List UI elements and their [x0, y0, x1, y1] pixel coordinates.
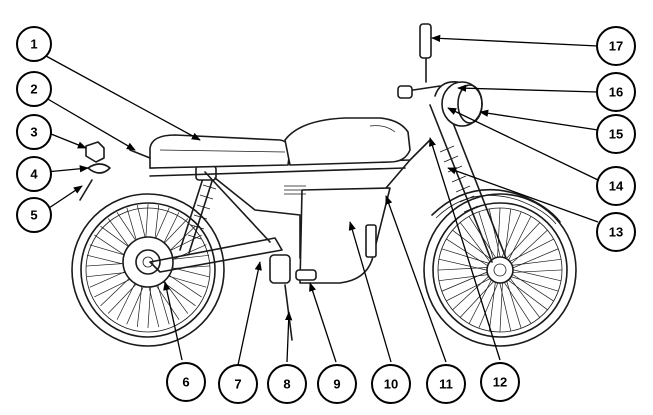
- spoke: [507, 268, 562, 282]
- callout-6: 6: [166, 362, 206, 402]
- spoke: [501, 277, 532, 324]
- callout-3: 3: [16, 114, 52, 150]
- spoke: [506, 274, 559, 292]
- spoke: [437, 266, 493, 271]
- callout-16: 16: [596, 72, 636, 112]
- spoke: [446, 238, 493, 269]
- callout-2: 2: [16, 71, 52, 107]
- svg-text:14: 14: [609, 179, 624, 194]
- svg-text:15: 15: [609, 127, 623, 142]
- spoke: [438, 258, 493, 272]
- tail-light: [85, 141, 105, 163]
- callout-17: 17: [596, 26, 636, 66]
- rear-wheel: [71, 193, 225, 347]
- svg-text:8: 8: [283, 377, 290, 392]
- spoke: [452, 272, 493, 311]
- spoke: [478, 211, 496, 264]
- svg-text:3: 3: [30, 125, 37, 140]
- callout-14: 14: [596, 166, 636, 206]
- front-fender: [431, 188, 561, 223]
- spoke: [438, 273, 494, 282]
- spoke: [478, 277, 501, 329]
- spoke: [507, 269, 563, 274]
- svg-text:9: 9: [333, 377, 340, 392]
- callout-13: 13: [596, 212, 636, 252]
- spoke: [506, 273, 541, 318]
- spoke: [504, 276, 522, 329]
- spoke: [502, 222, 541, 263]
- svg-text:7: 7: [234, 377, 241, 392]
- callout-5: 5: [16, 197, 52, 233]
- callout-4: 4: [16, 156, 52, 192]
- spoke: [488, 276, 497, 332]
- svg-text:16: 16: [609, 85, 623, 100]
- leader-lines: [45, 34, 599, 366]
- svg-text:11: 11: [439, 377, 453, 392]
- spoke: [459, 222, 494, 267]
- svg-text:6: 6: [182, 375, 189, 390]
- svg-text:13: 13: [609, 225, 623, 240]
- spoke: [505, 216, 532, 266]
- spoke: [488, 208, 502, 263]
- spoke: [507, 229, 548, 268]
- svg-text:2: 2: [30, 82, 37, 97]
- callout-9: 9: [317, 364, 357, 404]
- callouts: 1 2 3 4 5 6 7 8 9 10 11 12 13 14 15 16 1…: [16, 26, 636, 404]
- swingarm: [149, 237, 283, 273]
- frame: [149, 139, 431, 259]
- spoke: [498, 277, 512, 332]
- svg-text:17: 17: [609, 39, 623, 54]
- spoke: [459, 277, 498, 318]
- fuel-tank: [284, 117, 411, 166]
- callout-12: 12: [480, 362, 520, 402]
- callout-1: 1: [16, 26, 52, 62]
- spoke: [503, 276, 548, 311]
- spoke: [499, 277, 504, 333]
- motorcycle-drawing: [71, 23, 577, 347]
- indicator: [87, 163, 111, 174]
- callout-15: 15: [596, 114, 636, 154]
- callout-10: 10: [371, 364, 411, 404]
- svg-text:4: 4: [30, 167, 38, 182]
- spoke: [506, 258, 562, 267]
- spoke: [446, 275, 496, 302]
- callout-11: 11: [426, 364, 466, 404]
- spoke: [504, 238, 554, 265]
- spoke: [441, 269, 493, 292]
- footrest: [295, 269, 317, 281]
- spoke: [507, 271, 554, 302]
- svg-text:10: 10: [384, 377, 398, 392]
- headlight: [434, 80, 483, 127]
- svg-text:1: 1: [30, 37, 37, 52]
- spoke: [452, 229, 497, 264]
- side-panel: [299, 187, 391, 284]
- front-wheel: [423, 193, 577, 347]
- callout-7: 7: [218, 364, 258, 404]
- spoke: [496, 207, 501, 263]
- svg-text:5: 5: [30, 208, 37, 223]
- spoke: [507, 248, 559, 271]
- svg-text:12: 12: [493, 375, 507, 390]
- callout-8: 8: [267, 364, 307, 404]
- mirror: [419, 23, 432, 59]
